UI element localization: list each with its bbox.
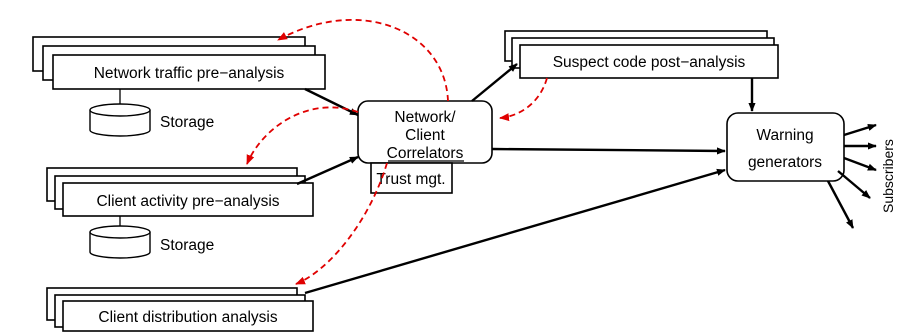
arrow-subscriber-1 — [843, 123, 877, 137]
correlators-line-2: Client — [405, 127, 445, 144]
warning-line-1: Warning — [756, 127, 813, 144]
arrow-distribution-to-warning — [304, 168, 726, 295]
storage-bottom-label: Storage — [160, 237, 214, 254]
feedback-correlators-to-network — [277, 19, 449, 102]
trust-label: Trust mgt. — [376, 171, 445, 188]
correlators-line-3: Correlators — [387, 145, 464, 162]
arrow-subscriber-4 — [837, 170, 871, 199]
arrow-correlators-to-suspect — [471, 63, 518, 102]
correlators-node: Network/ Client Correlators — [357, 100, 493, 164]
storage-top: Storage — [89, 89, 214, 137]
storage-bottom: Storage — [89, 216, 214, 259]
suspect-code-label: Suspect code post−analysis — [553, 54, 746, 71]
subscribers-label: Subscribers — [880, 139, 896, 213]
flow-arrows — [296, 63, 877, 295]
client-distribution-label: Client distribution analysis — [98, 309, 277, 326]
arrow-correlators-to-warning — [491, 147, 726, 155]
client-activity-stack: Client activity pre−analysis — [46, 167, 314, 217]
client-distribution-stack: Client distribution analysis — [46, 287, 314, 332]
arrow-subscriber-3 — [843, 156, 877, 172]
feedback-correlators-to-client-activity — [246, 106, 359, 165]
storage-top-label: Storage — [160, 114, 214, 131]
correlators-line-1: Network/ — [394, 109, 456, 126]
network-traffic-stack: Network traffic pre−analysis — [32, 36, 326, 90]
arrow-subscriber-5 — [826, 180, 855, 229]
feedback-suspect-to-correlators — [499, 77, 548, 122]
feedback-correlators-to-distribution — [295, 162, 388, 285]
arrow-client-activity-to-correlators — [296, 155, 359, 186]
feedback-arrows — [246, 19, 548, 285]
warning-line-2: generators — [748, 154, 822, 171]
trust-node: Trust mgt. — [370, 162, 453, 194]
client-activity-label: Client activity pre−analysis — [96, 193, 279, 210]
network-traffic-label: Network traffic pre−analysis — [94, 65, 285, 82]
warning-node: Warning generators — [726, 112, 845, 182]
suspect-code-stack: Suspect code post−analysis — [504, 30, 779, 79]
arrow-network-to-correlators — [304, 87, 359, 117]
